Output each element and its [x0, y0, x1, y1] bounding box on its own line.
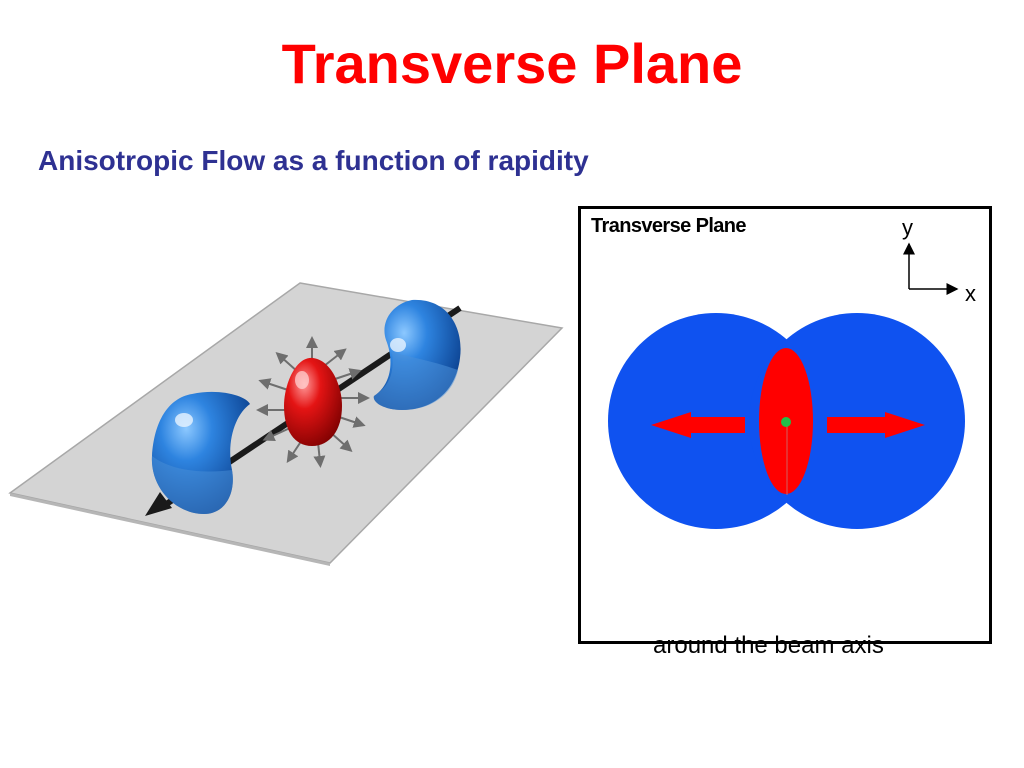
- transverse-plane-diagram: [608, 242, 965, 529]
- left-spectator-nucleus: [151, 391, 250, 514]
- right-spectator-nucleus: [373, 299, 461, 410]
- slide-subtitle: Anisotropic Flow as a function of rapidi…: [38, 145, 589, 176]
- flow-arrow-left: [651, 412, 745, 438]
- y-axis-label: y: [902, 215, 913, 240]
- center-dot: [781, 417, 791, 427]
- collision-illustration: [8, 282, 564, 566]
- slide-title: Transverse Plane: [281, 32, 743, 95]
- transverse-plane-panel: Transverse Plane y x: [578, 206, 992, 644]
- flow-arrow-right: [827, 412, 925, 438]
- beam-arrowhead: [145, 492, 172, 516]
- caption-text: around the beam axis: [653, 632, 884, 659]
- panel-label: Transverse Plane: [591, 215, 747, 237]
- x-axis-label: x: [965, 281, 976, 306]
- participant-zone: [284, 357, 342, 446]
